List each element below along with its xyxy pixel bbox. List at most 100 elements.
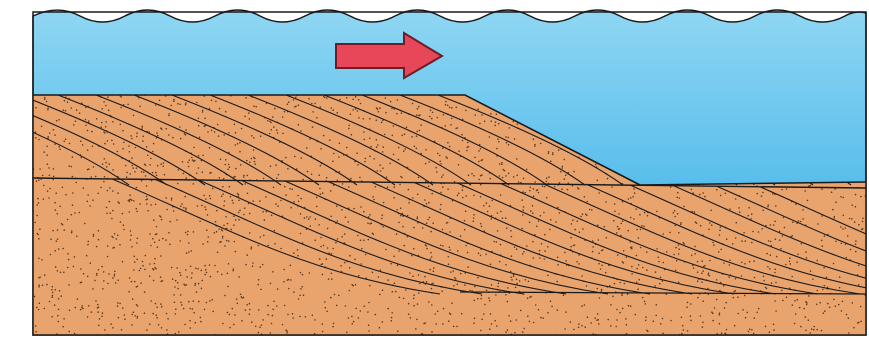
sand-grain <box>196 173 198 175</box>
sand-grain <box>108 110 110 112</box>
sand-grain <box>800 221 802 223</box>
sand-grain <box>71 230 73 232</box>
sand-grain <box>130 239 132 241</box>
sand-grain <box>570 321 572 323</box>
sand-grain <box>708 272 710 274</box>
sand-grain <box>345 216 347 218</box>
sand-grain <box>50 238 52 240</box>
sand-grain <box>260 289 262 291</box>
sand-grain <box>319 188 321 190</box>
sand-grain <box>630 217 632 219</box>
sand-grain <box>67 101 69 103</box>
sand-grain <box>87 130 89 132</box>
sand-grain <box>591 209 593 211</box>
sand-grain <box>802 218 804 220</box>
sand-grain <box>573 245 575 247</box>
sand-grain <box>424 276 426 278</box>
sand-grain <box>633 218 635 220</box>
sand-grain <box>381 218 383 220</box>
sand-grain <box>55 209 57 211</box>
sand-grain <box>461 134 463 136</box>
sand-grain <box>159 100 161 102</box>
sand-grain <box>832 209 834 211</box>
sand-grain <box>400 207 402 209</box>
sand-grain <box>821 240 823 242</box>
sand-grain <box>573 171 575 173</box>
sand-grain <box>622 261 624 263</box>
sand-grain <box>805 251 807 253</box>
sand-grain <box>458 193 460 195</box>
sand-grain <box>639 214 641 216</box>
sand-grain <box>436 171 438 173</box>
sand-grain <box>558 149 560 151</box>
sand-grain <box>677 192 679 194</box>
sand-grain <box>304 217 306 219</box>
sand-grain <box>735 290 737 292</box>
sand-grain <box>196 291 198 293</box>
sand-grain <box>52 286 54 288</box>
sand-grain <box>107 283 109 285</box>
sand-grain <box>246 160 248 162</box>
sand-grain <box>54 250 56 252</box>
sand-grain <box>315 218 317 220</box>
sand-grain <box>62 224 64 226</box>
sand-grain <box>218 135 220 137</box>
sand-grain <box>47 190 49 192</box>
sand-grain <box>330 297 332 299</box>
sand-grain <box>74 256 76 258</box>
sand-grain <box>235 168 237 170</box>
sand-grain <box>186 252 188 254</box>
sand-grain <box>37 198 39 200</box>
sand-grain <box>620 223 622 225</box>
sand-grain <box>185 102 187 104</box>
sand-grain <box>84 223 86 225</box>
sand-grain <box>309 272 311 274</box>
sand-grain <box>543 212 545 214</box>
sand-grain <box>773 324 775 326</box>
sand-grain <box>550 219 552 221</box>
sand-grain <box>58 248 60 250</box>
sand-grain <box>185 134 187 136</box>
sand-grain <box>489 136 491 138</box>
sand-grain <box>622 308 624 310</box>
sand-grain <box>507 137 509 139</box>
sand-grain <box>775 282 777 284</box>
sand-grain <box>486 202 488 204</box>
sand-grain <box>180 294 182 296</box>
sand-grain <box>85 119 87 121</box>
sand-grain <box>81 307 83 309</box>
sand-grain <box>326 311 328 313</box>
sand-grain <box>187 231 189 233</box>
sand-grain <box>35 137 37 139</box>
sand-grain <box>122 148 124 150</box>
sand-grain <box>168 134 170 136</box>
sand-grain <box>478 150 480 152</box>
sand-grain <box>283 269 285 271</box>
sand-grain <box>81 305 83 307</box>
sand-grain <box>149 164 151 166</box>
sand-grain <box>133 200 135 202</box>
sand-grain <box>479 123 481 125</box>
sand-grain <box>748 331 750 333</box>
sand-grain <box>232 202 234 204</box>
sand-grain <box>240 164 242 166</box>
sand-grain <box>654 285 656 287</box>
sand-grain <box>337 180 339 182</box>
sand-grain <box>601 289 603 291</box>
sand-grain <box>435 167 437 169</box>
sand-grain <box>852 302 854 304</box>
sand-grain <box>748 207 750 209</box>
sand-grain <box>505 264 507 266</box>
sand-grain <box>848 317 850 319</box>
sand-grain <box>770 241 772 243</box>
sand-grain <box>326 258 328 260</box>
sand-grain <box>510 230 512 232</box>
sand-grain <box>252 200 254 202</box>
sand-grain <box>198 118 200 120</box>
sand-grain <box>798 220 800 222</box>
sand-grain <box>592 246 594 248</box>
sand-grain <box>607 319 609 321</box>
sand-grain <box>656 211 658 213</box>
sand-grain <box>224 295 226 297</box>
sand-grain <box>290 265 292 267</box>
